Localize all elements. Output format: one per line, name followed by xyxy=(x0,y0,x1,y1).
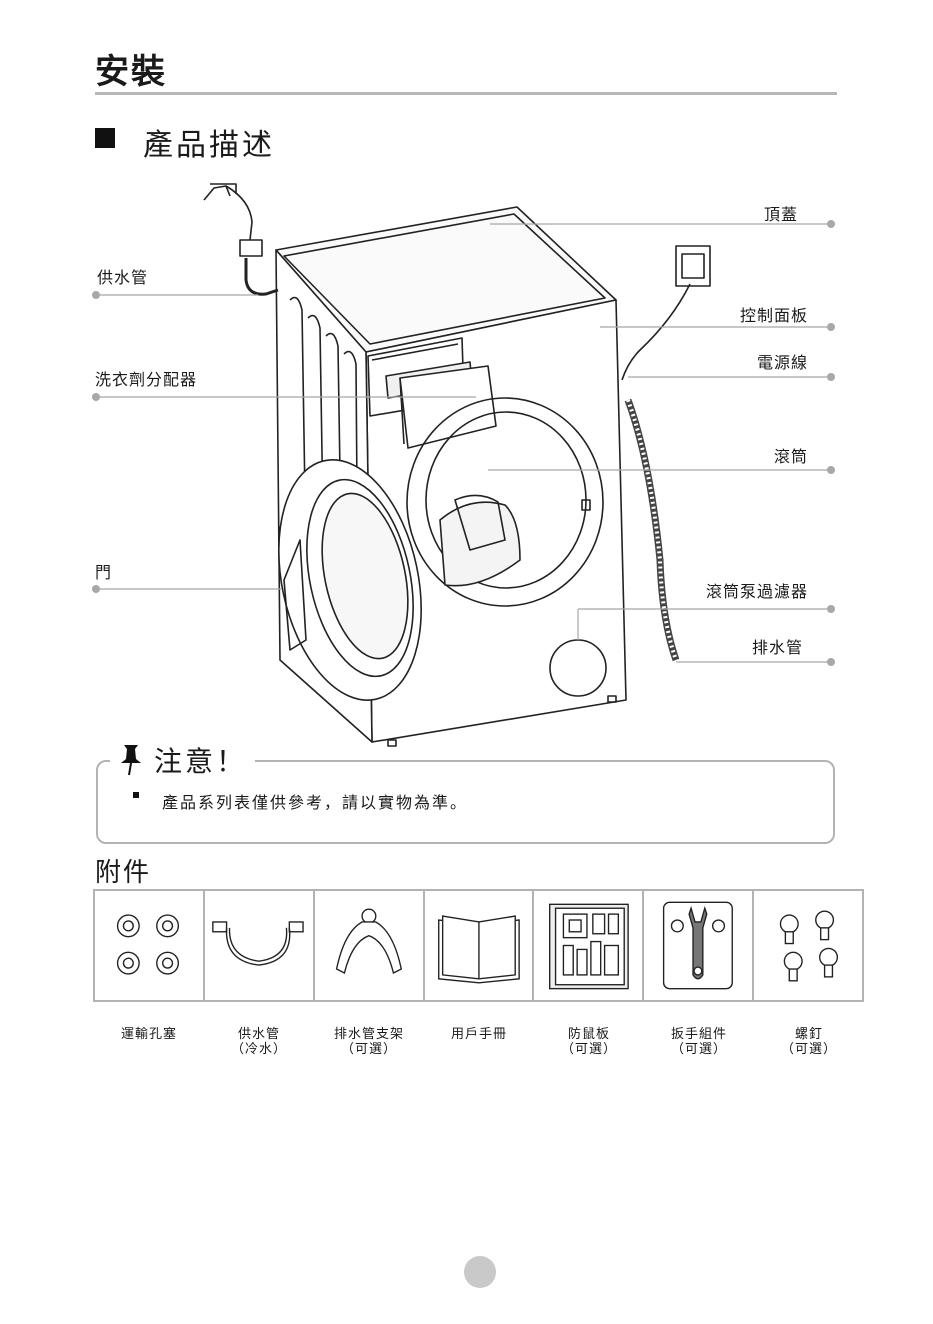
notice-title: 注意！ xyxy=(154,740,247,780)
accessory-caption: 排水管支架 （可選） xyxy=(314,1027,424,1057)
caption-line2: （可選） xyxy=(644,1042,754,1057)
caption-line2: （冷水） xyxy=(204,1042,314,1057)
caption-line1: 排水管支架 xyxy=(314,1027,424,1042)
caption-line1: 防鼠板 xyxy=(534,1027,644,1042)
accessory-cell-transport-plug xyxy=(95,891,205,1000)
accessory-cell-drain-holder xyxy=(315,891,425,1000)
rodent-board-icon xyxy=(534,891,642,1000)
caption-line1: 用戶手冊 xyxy=(424,1027,534,1042)
label-top-cover: 頂蓋 xyxy=(764,201,798,225)
accessory-cell-wrench-kit xyxy=(644,891,754,1000)
caption-line1: 運輸孔塞 xyxy=(94,1027,204,1042)
accessory-caption: 運輸孔塞 xyxy=(94,1027,204,1042)
manual-book-icon xyxy=(425,891,533,1000)
notice-header: 注意！ xyxy=(110,738,255,782)
water-hose-icon xyxy=(205,891,313,1000)
accessory-caption: 防鼠板 （可選） xyxy=(534,1027,644,1057)
caption-line1: 螺釘 xyxy=(754,1027,864,1042)
label-pump-filter: 滾筒泵過濾器 xyxy=(706,578,808,602)
accessory-caption: 供水管 （冷水） xyxy=(204,1027,314,1057)
label-water-pipe: 供水管 xyxy=(97,264,148,288)
accessory-caption: 扳手組件 （可選） xyxy=(644,1027,754,1057)
caption-line2: （可選） xyxy=(314,1042,424,1057)
label-door: 門 xyxy=(95,559,112,583)
accessory-cell-water-hose xyxy=(205,891,315,1000)
label-power-cord: 電源線 xyxy=(757,349,808,373)
accessory-cell-screws xyxy=(754,891,862,1000)
accessory-cell-rodent-board xyxy=(534,891,644,1000)
label-control-panel: 控制面板 xyxy=(740,302,808,326)
accessory-caption: 用戶手冊 xyxy=(424,1027,534,1042)
accessory-caption: 螺釘 （可選） xyxy=(754,1027,864,1057)
drain-holder-icon xyxy=(315,891,423,1000)
caption-line2: （可選） xyxy=(534,1042,644,1057)
accessories-title: 附件 xyxy=(95,852,151,889)
accessories-grid xyxy=(93,889,864,1002)
notice-bullet xyxy=(133,792,139,798)
pushpin-icon xyxy=(118,743,144,777)
notice-text: 產品系列表僅供參考，請以實物為準。 xyxy=(162,789,468,813)
accessory-cell-manual xyxy=(425,891,535,1000)
caption-line1: 供水管 xyxy=(204,1027,314,1042)
caption-line2: （可選） xyxy=(754,1042,864,1057)
screws-icon xyxy=(754,891,862,1000)
caption-line1: 扳手組件 xyxy=(644,1027,754,1042)
wrench-icon xyxy=(644,891,752,1000)
transport-plug-icon xyxy=(95,891,203,1000)
label-drum: 滾筒 xyxy=(774,443,808,467)
label-drain-hose: 排水管 xyxy=(752,634,803,658)
page-number-dot xyxy=(464,1256,496,1288)
label-detergent-box: 洗衣劑分配器 xyxy=(95,366,197,390)
